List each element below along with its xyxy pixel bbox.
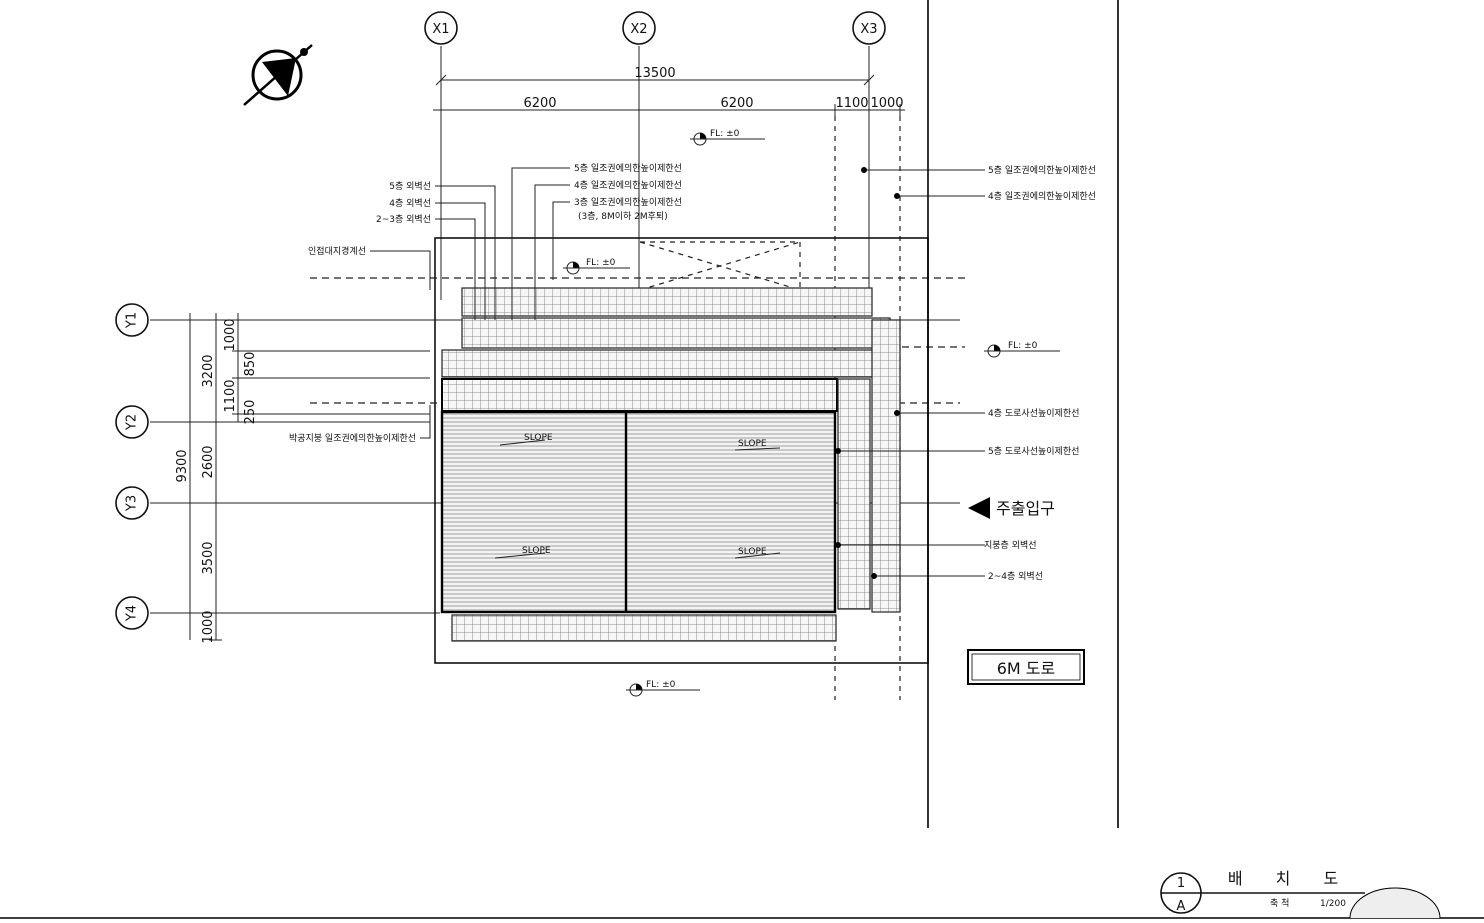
slope-arrow-1: SLOPE [499, 433, 553, 446]
label-sunlight-3f-note: (3층, 8M이하 2M후퇴) [578, 211, 668, 222]
dim-depth-3: 3500 [201, 541, 216, 574]
dimension-left: 9300 3200 2600 3500 1000 1000 850 1100 2… [175, 313, 430, 644]
grid-label-y2: Y2 [125, 414, 140, 431]
dim-depth-4: 1000 [201, 610, 216, 643]
entrance-arrow-icon [968, 497, 990, 519]
label-sunlight-3f: 3층 일조권에의한높이제한선 [574, 196, 682, 208]
grid-label-y3: Y3 [125, 495, 140, 512]
level-marker-bottom: FL: ±0 [626, 680, 700, 697]
seal-stamp-icon [1349, 887, 1441, 919]
label-road-6m: 6M 도로 [997, 659, 1056, 678]
dim-depth-1: 3200 [201, 354, 216, 387]
label-sunlight-4f-right: 4층 일조권에의한높이제한선 [988, 190, 1096, 202]
dim-span-1: 6200 [523, 96, 556, 111]
level-marker-top: FL: ±0 [690, 129, 765, 146]
slope-arrow-4: SLOPE [734, 547, 781, 559]
dim-inner-4: 250 [243, 400, 258, 425]
label-wall-4f: 4층 외벽선 [389, 197, 431, 209]
dim-inner-2: 850 [243, 352, 258, 377]
main-entrance-marker: 주출입구 [968, 497, 1055, 519]
title-sheet: A [1177, 899, 1186, 914]
label-roof-wall: 지붕층 외벽선 [984, 539, 1037, 551]
label-gable-limit: 박공지붕 일조권에의한높이제한선 [289, 432, 416, 444]
slope-arrow-2: SLOPE [734, 439, 781, 451]
grid-label-y1: Y1 [125, 312, 140, 329]
upper-floor-bands [441, 287, 901, 642]
grid-label-x1: X1 [432, 22, 449, 37]
title-block: 1 A 배 치 도 축 척 1/200 [1160, 869, 1441, 919]
svg-text:SLOPE: SLOPE [522, 546, 551, 556]
road-label-box: 6M 도로 [967, 649, 1085, 685]
dim-depth-2: 2600 [201, 445, 216, 478]
label-main-entrance: 주출입구 [996, 499, 1055, 518]
label-sunlight-5f: 5층 일조권에의한높이제한선 [574, 162, 682, 174]
grid-bubble-y3: Y3 [115, 486, 149, 520]
label-wall-2-4f: 2~4층 외벽선 [988, 570, 1043, 582]
dim-span-4: 1000 [870, 96, 903, 111]
leaders-right [835, 167, 985, 579]
dim-total-width: 13500 [634, 66, 675, 81]
svg-text:FL: ±0: FL: ±0 [710, 129, 740, 139]
label-wall-2-3f: 2~3층 외벽선 [376, 213, 431, 225]
grid-bubble-y2: Y2 [115, 405, 149, 439]
north-arrow-icon [243, 44, 313, 106]
title-number: 1 [1177, 876, 1185, 891]
label-road-limit-5f: 5층 도로사선높이제한선 [988, 446, 1079, 457]
scale-value: 1/200 [1320, 899, 1346, 909]
svg-text:FL: ±0: FL: ±0 [646, 680, 676, 690]
grid-bubble-y1: Y1 [115, 303, 149, 337]
svg-text:FL: ±0: FL: ±0 [586, 258, 616, 268]
dim-inner-1: 1000 [223, 318, 238, 351]
label-sunlight-5f-right: 5층 일조권에의한높이제한선 [988, 164, 1096, 176]
label-road-limit-4f: 4층 도로사선높이제한선 [988, 408, 1079, 419]
label-wall-5f: 5층 외벽선 [389, 180, 431, 192]
scale-label: 축 척 [1270, 898, 1289, 909]
slope-arrow-3: SLOPE [494, 546, 551, 559]
grid-bubble-x2: X2 [622, 11, 656, 45]
drawing-title: 배 치 도 [1228, 869, 1352, 888]
grid-bubble-x3: X3 [852, 11, 886, 45]
svg-text:SLOPE: SLOPE [524, 433, 553, 443]
grid-bubble-x1: X1 [424, 11, 458, 45]
leaders-middle [511, 167, 570, 320]
leaders-left [370, 185, 496, 439]
level-marker-right: FL: ±0 [984, 341, 1060, 358]
dim-inner-3: 1100 [223, 379, 238, 412]
label-sunlight-4f: 4층 일조권에의한높이제한선 [574, 179, 682, 191]
grid-bubble-y4: Y4 [115, 596, 149, 630]
main-roof: SLOPE SLOPE SLOPE SLOPE [440, 410, 837, 614]
dim-span-3: 1100 [835, 96, 868, 111]
grid-label-y4: Y4 [125, 605, 140, 622]
label-adjacent-boundary: 인접대지경계선 [308, 245, 366, 257]
level-marker-site: FL: ±0 [563, 258, 630, 275]
grid-label-x2: X2 [630, 22, 647, 37]
dim-span-2: 6200 [720, 96, 753, 111]
svg-text:FL: ±0: FL: ±0 [1008, 341, 1038, 351]
svg-text:SLOPE: SLOPE [738, 439, 767, 449]
grid-label-x3: X3 [860, 22, 877, 37]
dim-total-depth: 9300 [175, 449, 190, 482]
svg-text:SLOPE: SLOPE [738, 547, 767, 557]
